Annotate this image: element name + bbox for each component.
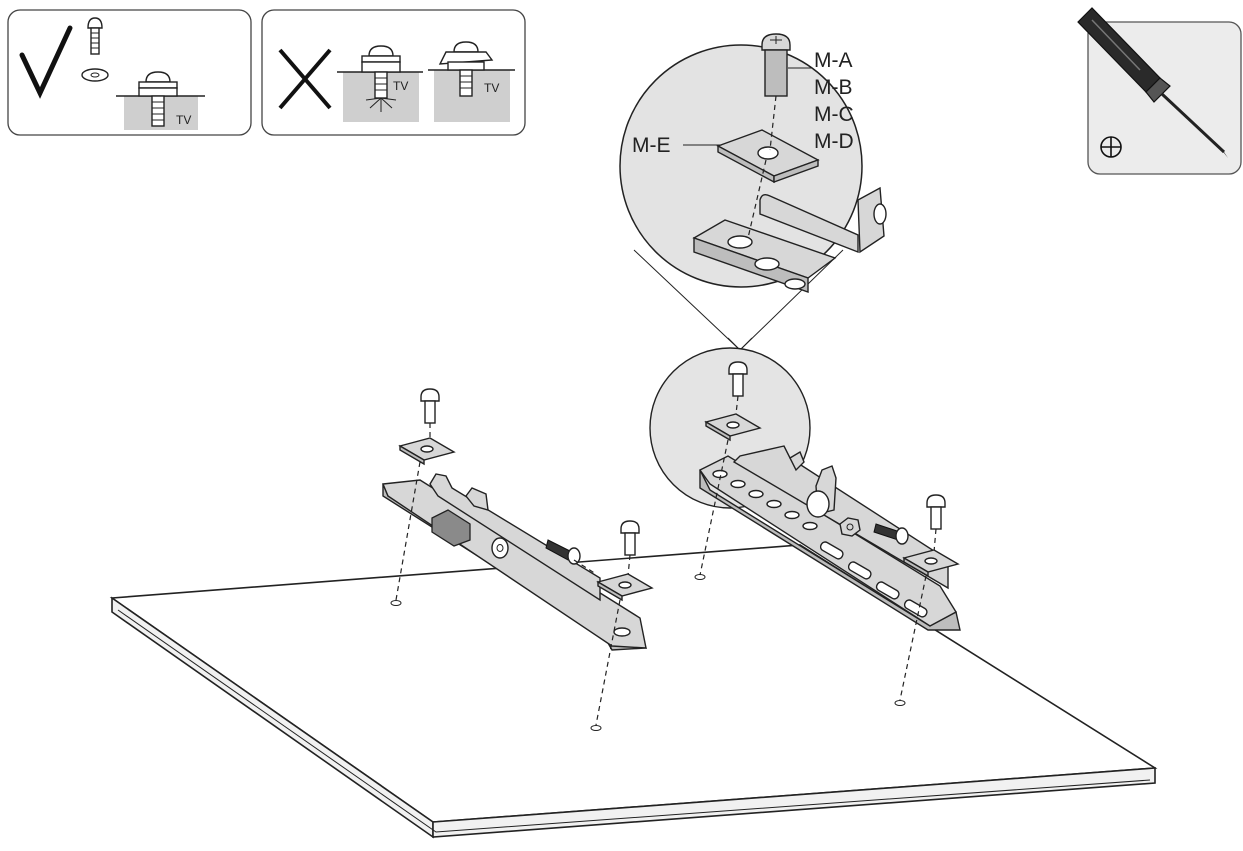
tv-label-overlong: TV <box>393 79 408 93</box>
right-side-screw-icon <box>873 523 909 545</box>
bolt-right-front <box>899 494 960 701</box>
part-label-m-b: M-B <box>814 76 853 99</box>
screw-icon <box>87 17 103 55</box>
bolt-left-front <box>595 520 654 726</box>
side-screw-icon <box>545 539 581 565</box>
magnified-callout: M-A M-B M-C M-D M-E <box>619 33 887 351</box>
tv-back-panel <box>109 544 1158 839</box>
incorrect-usage-panel: TV TV <box>261 9 526 136</box>
correct-usage-panel: TV <box>7 9 252 136</box>
short-screw-icon <box>438 41 494 97</box>
tv-label: TV <box>176 113 191 127</box>
tv-label-short: TV <box>484 81 499 95</box>
right-bracket-slots <box>712 469 928 618</box>
mount-hole <box>894 700 906 706</box>
mount-hole <box>390 600 402 606</box>
part-label-m-d: M-D <box>814 130 854 153</box>
checkmark-icon <box>19 25 73 99</box>
installed-screw-icon <box>138 71 178 127</box>
overlong-screw-icon <box>361 45 401 112</box>
part-label-m-c: M-C <box>814 103 854 126</box>
screwdriver-icon <box>1077 7 1228 158</box>
bolt-right-rear <box>699 361 762 576</box>
left-bracket <box>381 473 648 651</box>
part-label-m-e: M-E <box>632 134 671 157</box>
bolt-left-rear <box>395 388 456 601</box>
nut-icon <box>839 517 861 537</box>
washer-icon <box>81 68 109 82</box>
right-bracket <box>698 445 961 631</box>
mount-hole <box>590 725 602 731</box>
tool-panel <box>1077 7 1242 175</box>
cross-icon <box>278 48 332 110</box>
part-label-m-a: M-A <box>814 49 853 72</box>
